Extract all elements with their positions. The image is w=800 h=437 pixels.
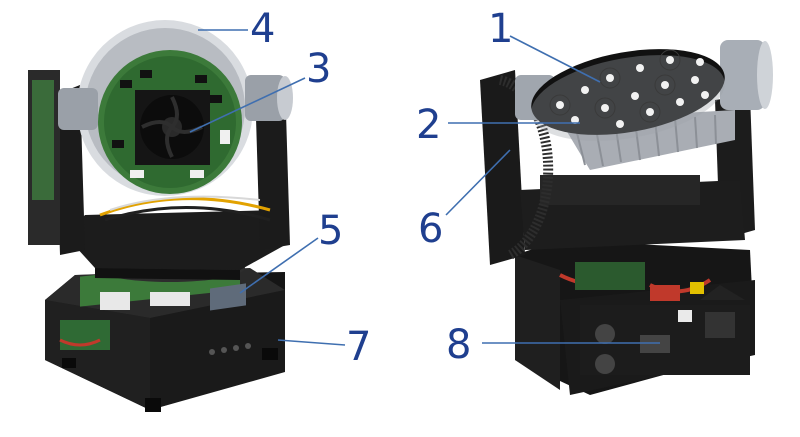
dmx-in-connector-icon [595, 324, 615, 344]
leader-line-7 [277, 339, 346, 346]
left-cooling-fan [135, 90, 210, 165]
leader-line-3 [189, 77, 306, 133]
callout-6: 6 [418, 206, 443, 252]
right-unit [480, 40, 773, 395]
left-yoke [28, 70, 290, 255]
leader-line-1 [509, 35, 601, 83]
power-switch-icon [678, 310, 692, 322]
left-pan-base [65, 210, 285, 282]
leader-line-6 [445, 149, 511, 216]
leader-line-5 [239, 237, 319, 294]
callout-5: 5 [318, 208, 343, 254]
left-base-box [45, 259, 285, 412]
left-unit [28, 20, 293, 412]
right-base-box [515, 240, 755, 395]
callout-3: 3 [306, 46, 331, 92]
callout-8: 8 [446, 322, 471, 368]
callout-7: 7 [346, 324, 371, 370]
lcd-display [210, 283, 246, 311]
callouts: 4 3 5 7 1 2 6 8 [189, 5, 660, 371]
left-tilt-axles [58, 75, 293, 130]
power-out-socket-icon [640, 335, 670, 353]
power-in-socket-icon [705, 312, 735, 338]
dmx-out-connector-icon [595, 354, 615, 374]
tilt-gear-ring [498, 75, 554, 260]
right-led-board [531, 49, 725, 141]
callout-1: 1 [488, 6, 513, 52]
callout-2: 2 [416, 102, 441, 148]
callout-4: 4 [250, 6, 275, 52]
